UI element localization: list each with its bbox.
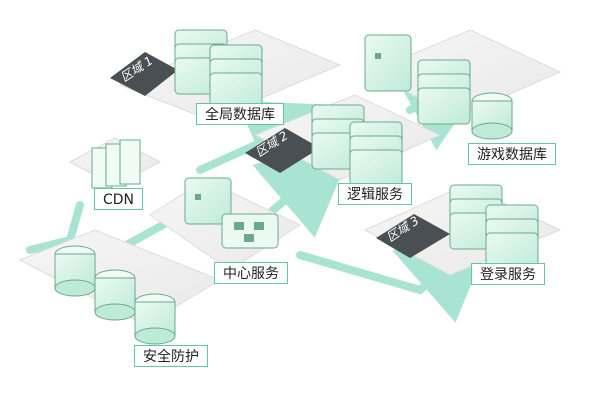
- server-tower-icon: [184, 177, 232, 225]
- server-stack-global-db: [174, 29, 263, 110]
- region-tag-shape: [245, 128, 320, 173]
- server-stack-game-db: [364, 34, 513, 140]
- security-db-stack: [54, 245, 176, 345]
- label-security: 安全防护: [134, 345, 208, 367]
- label-global-db: 全局数据库: [196, 103, 284, 125]
- label-game-db: 游戏数据库: [468, 143, 556, 165]
- center-service: [184, 177, 279, 249]
- server-stack-login: [449, 184, 539, 270]
- label-center: 中心服务: [214, 262, 288, 284]
- server-tower-icon: [364, 34, 412, 92]
- database-icon: [471, 92, 513, 140]
- label-logic: 逻辑服务: [338, 183, 412, 205]
- server-stack-logic: [311, 104, 403, 187]
- label-login: 登录服务: [471, 263, 545, 285]
- region-tag-shape: [376, 214, 450, 258]
- cdn-icon: [91, 139, 141, 189]
- region-tag-shape: [110, 52, 178, 96]
- network-switch-icon: [221, 213, 279, 249]
- label-cdn: CDN: [94, 188, 144, 210]
